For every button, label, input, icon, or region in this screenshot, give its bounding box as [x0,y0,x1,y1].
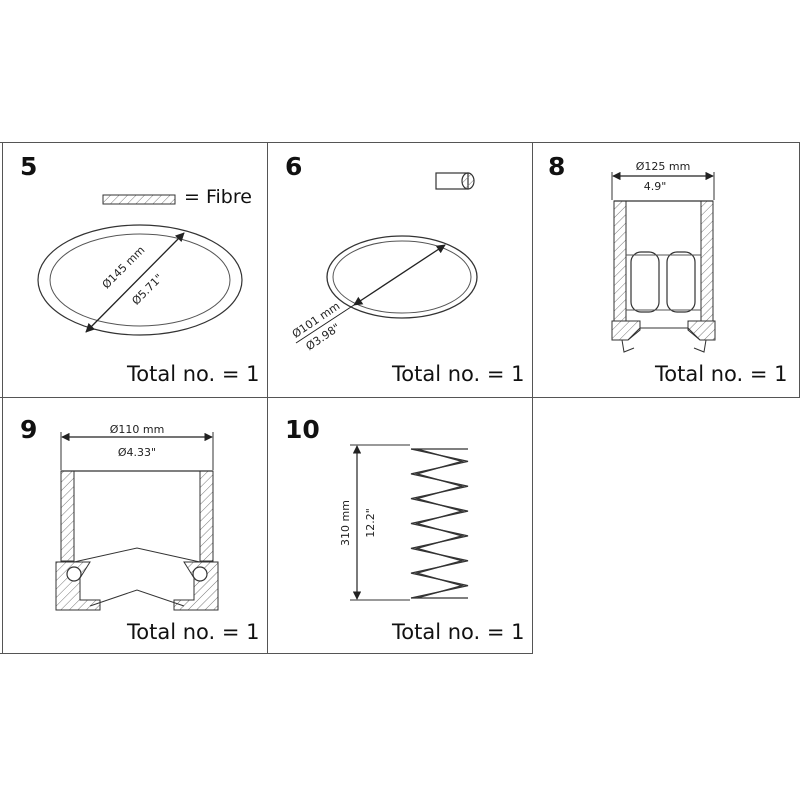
base-right [687,320,716,341]
leader-line [295,304,355,344]
part-number: 5 [20,152,38,181]
grid-divider-1 [267,142,268,653]
inner-cone-bottom [89,589,185,607]
inner-cone-top [73,547,201,563]
dimension-inch: Ø5.71" [129,271,165,307]
grid-left-border [2,142,3,653]
grid-top-border [0,142,800,143]
part-number: 10 [285,415,320,444]
o-ring-right [192,566,208,582]
base-feet [621,339,707,353]
base-left [611,320,641,341]
part-number: 6 [285,152,303,181]
dimension-mm: 310 mm [339,500,352,546]
spring-drawing: 310 mm 12.2" [339,444,469,601]
grid-middle-border [0,397,800,398]
o-ring-left [66,566,82,582]
grid-bottom-border [0,653,533,654]
left-wall [613,200,627,322]
dimension-inch: 4.9" [644,180,667,193]
dimension-mm: Ø125 mm [636,160,691,173]
dimension-inch: 12.2" [364,508,377,538]
diameter-arrow [353,244,446,306]
spring-coils-inner [414,448,465,599]
gasket-outer-edge [37,224,243,336]
base-cone [627,327,701,341]
diameter-arrow [85,232,185,333]
total-count: Total no. = 1 [655,362,788,386]
o-ring-drawing: Ø101 mm Ø3.98" [290,172,478,353]
o-ring-outer-edge [326,235,478,319]
valve-sleeve-drawing: Ø125 mm 4.9" [611,160,716,353]
total-count: Total no. = 1 [127,620,260,644]
dimension-mm: Ø145 mm [100,244,148,292]
left-window [630,251,660,313]
part-number: 8 [548,152,566,181]
total-count: Total no. = 1 [392,362,525,386]
grid-divider-2 [532,142,533,653]
total-count: Total no. = 1 [392,620,525,644]
part-number: 9 [20,415,38,444]
piston-sleeve-drawing: Ø110 mm Ø4.33" [55,423,219,611]
fibre-section-symbol [102,194,176,205]
right-wall [199,470,214,562]
o-ring-inner-edge [332,240,472,314]
fibre-gasket-drawing: Ø145 mm Ø5.71" [37,194,243,336]
o-ring-section-end [461,172,475,190]
right-wall [700,200,714,322]
total-count: Total no. = 1 [127,362,260,386]
material-label: = Fibre [184,186,252,208]
dimension-mm: Ø110 mm [110,423,165,436]
spring-coils [410,448,469,599]
left-wall [60,470,75,562]
dimension-inch: Ø4.33" [118,446,156,459]
right-window [666,251,696,313]
